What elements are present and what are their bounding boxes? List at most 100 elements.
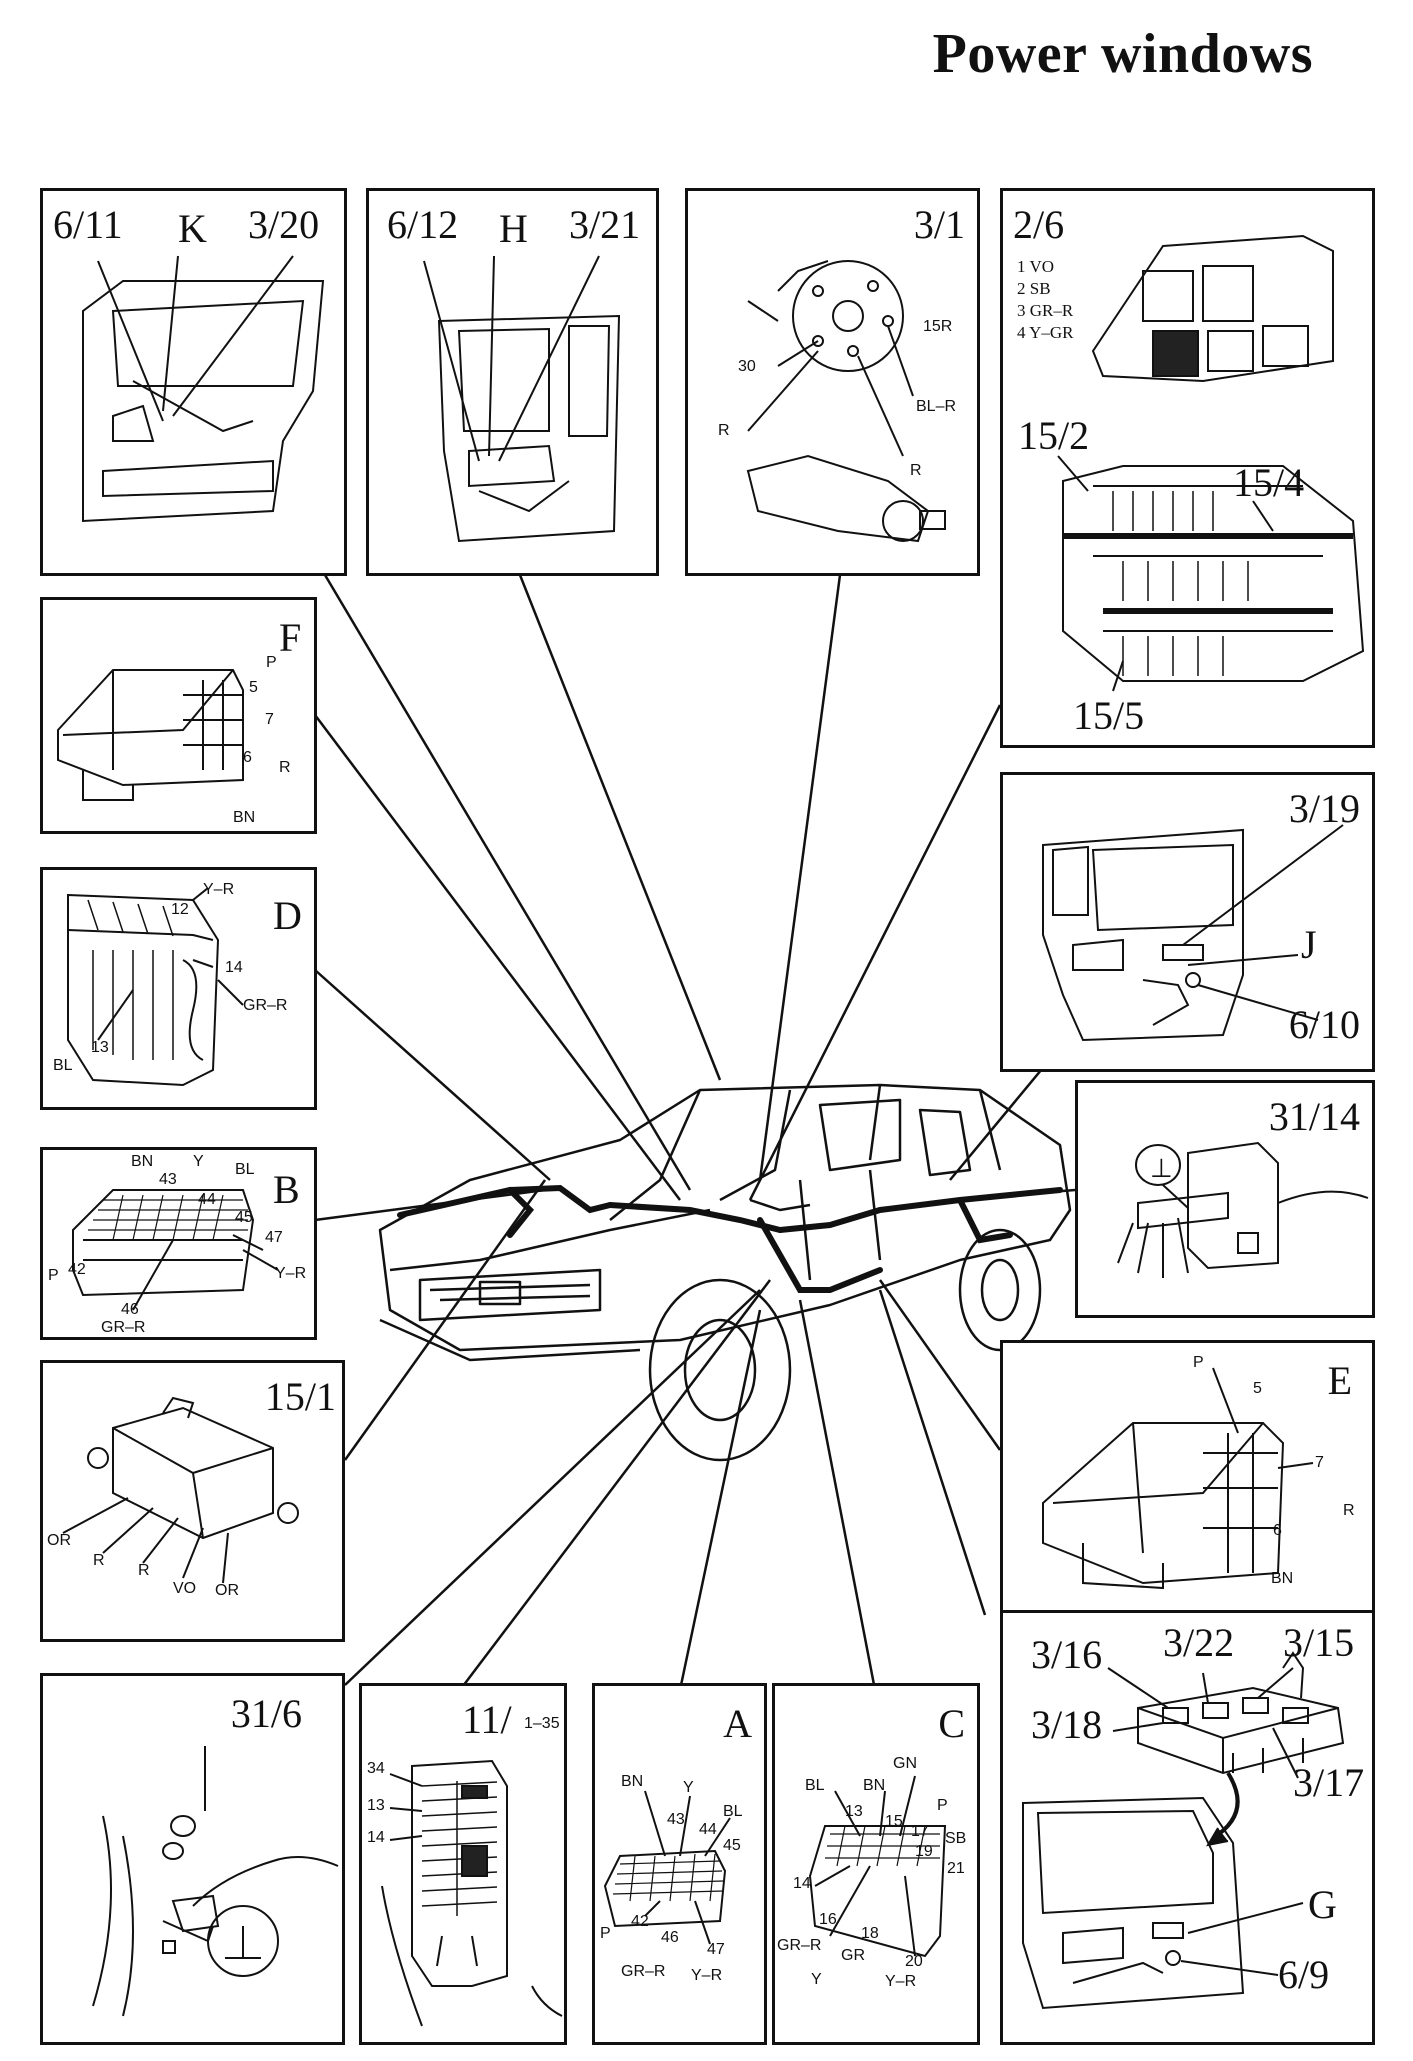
label-H: H bbox=[499, 206, 528, 251]
wire-P: P bbox=[600, 1925, 611, 1942]
wire-BN: BN bbox=[621, 1773, 644, 1790]
wire-43: 43 bbox=[667, 1811, 685, 1828]
label-3-17: 3/17 bbox=[1293, 1760, 1365, 1805]
ground-31-6-drawing bbox=[92, 1746, 339, 2017]
car-illustration bbox=[378, 1083, 1072, 1462]
label-6-10: 6/10 bbox=[1288, 1002, 1360, 1047]
wire-P: P bbox=[48, 1267, 59, 1284]
wire-OR-2: OR bbox=[215, 1582, 239, 1599]
label-range-1-35: 1–35 bbox=[524, 1715, 560, 1732]
connector-D-drawing bbox=[67, 887, 244, 1087]
wire-BN: BN bbox=[1271, 1570, 1294, 1587]
wire-16: 16 bbox=[819, 1911, 837, 1928]
panel-fusebox-11: 11/ 1–35 34 13 14 bbox=[359, 1683, 567, 2045]
pin-1: 1 VO bbox=[1017, 257, 1054, 276]
wire-BN: BN bbox=[233, 809, 256, 826]
label-11: 11/ bbox=[462, 1697, 512, 1742]
label-3-18: 3/18 bbox=[1031, 1702, 1103, 1747]
label-K: K bbox=[178, 206, 207, 251]
label-G: G bbox=[1308, 1882, 1337, 1927]
label-3-20: 3/20 bbox=[248, 202, 320, 247]
wire-7: 7 bbox=[265, 711, 274, 728]
wire-7: 7 bbox=[1315, 1454, 1324, 1471]
ground-31-14-drawing bbox=[1117, 1141, 1369, 1278]
wire-13: 13 bbox=[367, 1797, 385, 1814]
wire-GR-R: GR–R bbox=[621, 1963, 666, 1980]
label-3-21: 3/21 bbox=[569, 202, 641, 247]
wire-BN: BN bbox=[131, 1153, 154, 1170]
wire-P: P bbox=[937, 1797, 948, 1814]
panel-connector-B: B BN 43 Y BL 44 45 47 Y–R 42 P 46 GR–R bbox=[40, 1147, 317, 1340]
wire-GR-R: GR–R bbox=[101, 1319, 146, 1336]
wire-SB: SB bbox=[945, 1830, 967, 1847]
label-31-14: 31/14 bbox=[1268, 1094, 1360, 1139]
label-15-4: 15/4 bbox=[1233, 460, 1305, 505]
label-6-11: 6/11 bbox=[53, 202, 123, 247]
wire-GN: GN bbox=[893, 1755, 917, 1772]
connector-E-drawing bbox=[1042, 1367, 1314, 1590]
panel-front-door: 6/11 K 3/20 bbox=[40, 188, 347, 576]
wire-Y-R: Y–R bbox=[203, 881, 235, 898]
panel-connector-D: D Y–R 12 14 GR–R 13 BL bbox=[40, 867, 317, 1110]
connector-A-drawing bbox=[603, 1790, 731, 1945]
module-15-1-drawing bbox=[62, 1396, 299, 1584]
wire-BL: BL bbox=[235, 1161, 255, 1178]
wire-BN: BN bbox=[863, 1777, 886, 1794]
label-F: F bbox=[279, 615, 302, 660]
wire-14: 14 bbox=[793, 1875, 811, 1892]
wire-14: 14 bbox=[225, 959, 243, 976]
pin-2: 2 SB bbox=[1017, 279, 1051, 298]
label-3-1: 3/1 bbox=[913, 202, 965, 247]
wire-R: R bbox=[1343, 1502, 1355, 1519]
wire-R: R bbox=[279, 759, 291, 776]
wire-Y-R: Y–R bbox=[691, 1967, 723, 1984]
wire-BL: BL bbox=[723, 1803, 743, 1820]
wire-20: 20 bbox=[905, 1953, 923, 1970]
rear-door-right-drawing bbox=[1042, 824, 1344, 1042]
wire-GR: GR bbox=[841, 1947, 865, 1964]
wire-45: 45 bbox=[235, 1209, 253, 1226]
pin-3: 3 GR–R bbox=[1017, 301, 1074, 320]
wire-R-2: R bbox=[910, 462, 922, 479]
wire-5: 5 bbox=[249, 679, 258, 696]
panel-ground-31-6: 31/6 bbox=[40, 1673, 345, 2045]
wire-BL: BL bbox=[805, 1777, 825, 1794]
label-6-12: 6/12 bbox=[387, 202, 459, 247]
wire-Y: Y bbox=[193, 1153, 204, 1170]
label-E: E bbox=[1327, 1358, 1352, 1403]
wire-R-1: R bbox=[93, 1552, 105, 1569]
wire-14: 14 bbox=[367, 1829, 385, 1846]
relay-fusebox-drawing bbox=[1057, 234, 1365, 692]
ground-symbol: ⊥ bbox=[1150, 1153, 1173, 1183]
wire-Y: Y bbox=[811, 1971, 822, 1988]
panel-ignition-switch: 3/1 30 15R R BL–R R bbox=[685, 188, 980, 576]
connector-C-drawing bbox=[808, 1775, 947, 1958]
relay-pin-list: 1 VO 2 SB 3 GR–R 4 Y–GR bbox=[1017, 256, 1074, 344]
wire-P: P bbox=[1193, 1354, 1204, 1371]
page-title: Power windows bbox=[932, 23, 1313, 85]
panel-connector-A: A BN Y BL 43 44 45 42 46 47 P GR–R Y–R bbox=[592, 1683, 767, 2045]
wire-43: 43 bbox=[159, 1171, 177, 1188]
panel-ground-31-14: 31/14 ⊥ bbox=[1075, 1080, 1375, 1318]
label-15-2: 15/2 bbox=[1018, 413, 1090, 458]
label-J: J bbox=[1301, 922, 1317, 967]
panel-rear-door: 6/12 H 3/21 bbox=[366, 188, 659, 576]
wire-GR-R: GR–R bbox=[243, 997, 288, 1014]
wire-R-2: R bbox=[138, 1562, 150, 1579]
wire-Y-R: Y–R bbox=[275, 1265, 307, 1282]
fusebox-11-drawing bbox=[381, 1759, 563, 2027]
wire-13: 13 bbox=[91, 1039, 109, 1056]
panel-rear-door-right: 3/19 J 6/10 bbox=[1000, 772, 1375, 1072]
panel-connector-F: F P 5 7 R 6 BN bbox=[40, 597, 317, 834]
wire-VO: VO bbox=[173, 1580, 197, 1597]
ignition-switch-drawing bbox=[746, 260, 946, 543]
wire-47: 47 bbox=[707, 1941, 725, 1958]
wire-Y: Y bbox=[683, 1779, 694, 1796]
rear-door-drawing bbox=[423, 255, 621, 543]
wire-Y-R: Y–R bbox=[885, 1973, 917, 1990]
label-B: B bbox=[273, 1167, 300, 1212]
label-15-5: 15/5 bbox=[1073, 693, 1145, 738]
label-15-1: 15/1 bbox=[264, 1374, 336, 1419]
label-3-22: 3/22 bbox=[1163, 1620, 1235, 1665]
